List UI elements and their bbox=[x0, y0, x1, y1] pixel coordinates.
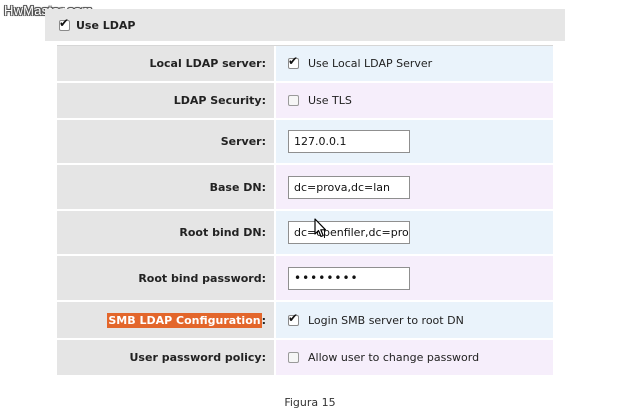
user-password-policy-label: User password policy: bbox=[57, 340, 276, 375]
row-local-ldap-server: Local LDAP server: Use Local LDAP Server bbox=[57, 46, 553, 83]
use-tls-text: Use TLS bbox=[308, 94, 352, 107]
server-label: Server: bbox=[57, 120, 276, 163]
user-password-policy-value: Allow user to change password bbox=[276, 340, 553, 375]
root-bind-password-value: •••••••• bbox=[276, 256, 553, 300]
ldap-security-label: LDAP Security: bbox=[57, 83, 276, 118]
smb-ldap-configuration-value: Login SMB server to root DN bbox=[276, 302, 553, 338]
smb-ldap-configuration-colon: : bbox=[261, 313, 266, 327]
root-bind-password-label: Root bind password: bbox=[57, 256, 276, 300]
use-ldap-label: Use LDAP bbox=[76, 18, 136, 32]
use-local-ldap-server-text: Use Local LDAP Server bbox=[308, 57, 433, 70]
smb-ldap-configuration-highlight: SMB LDAP Configuration bbox=[107, 312, 262, 328]
row-root-bind-password: Root bind password: •••••••• bbox=[57, 256, 553, 302]
use-ldap-header: Use LDAP bbox=[45, 9, 565, 41]
login-smb-server-text: Login SMB server to root DN bbox=[308, 313, 464, 327]
use-ldap-checkbox[interactable] bbox=[59, 16, 70, 31]
row-server: Server: 127.0.0.1 bbox=[57, 120, 553, 165]
root-bind-dn-input[interactable]: dc=openfiler,dc=pro bbox=[288, 221, 410, 244]
use-local-ldap-server-checkbox[interactable] bbox=[288, 54, 299, 69]
local-ldap-server-label: Local LDAP server: bbox=[57, 46, 276, 81]
base-dn-label: Base DN: bbox=[57, 165, 276, 209]
use-tls-checkbox[interactable] bbox=[288, 95, 299, 106]
login-smb-server-checkbox[interactable] bbox=[288, 311, 299, 326]
figure-caption: Figura 15 bbox=[284, 396, 336, 409]
base-dn-input[interactable]: dc=prova,dc=lan bbox=[288, 175, 410, 199]
root-bind-password-input[interactable]: •••••••• bbox=[288, 266, 410, 290]
ldap-settings-table: Local LDAP server: Use Local LDAP Server… bbox=[57, 45, 553, 377]
row-ldap-security: LDAP Security: Use TLS bbox=[57, 83, 553, 120]
base-dn-value: dc=prova,dc=lan bbox=[276, 165, 553, 209]
row-root-bind-dn: Root bind DN: dc=openfiler,dc=pro bbox=[57, 211, 553, 256]
local-ldap-server-value: Use Local LDAP Server bbox=[276, 46, 553, 81]
row-smb-ldap-configuration: SMB LDAP Configuration: Login SMB server… bbox=[57, 302, 553, 340]
ldap-security-value: Use TLS bbox=[276, 83, 553, 118]
allow-change-password-text: Allow user to change password bbox=[308, 351, 480, 364]
allow-change-password-checkbox[interactable] bbox=[288, 352, 299, 363]
smb-ldap-configuration-label: SMB LDAP Configuration: bbox=[57, 302, 276, 338]
server-input[interactable]: 127.0.0.1 bbox=[288, 130, 410, 153]
server-value: 127.0.0.1 bbox=[276, 120, 553, 163]
mouse-cursor-icon bbox=[314, 218, 327, 238]
row-base-dn: Base DN: dc=prova,dc=lan bbox=[57, 165, 553, 211]
root-bind-dn-label: Root bind DN: bbox=[57, 211, 276, 254]
row-user-password-policy: User password policy: Allow user to chan… bbox=[57, 340, 553, 377]
